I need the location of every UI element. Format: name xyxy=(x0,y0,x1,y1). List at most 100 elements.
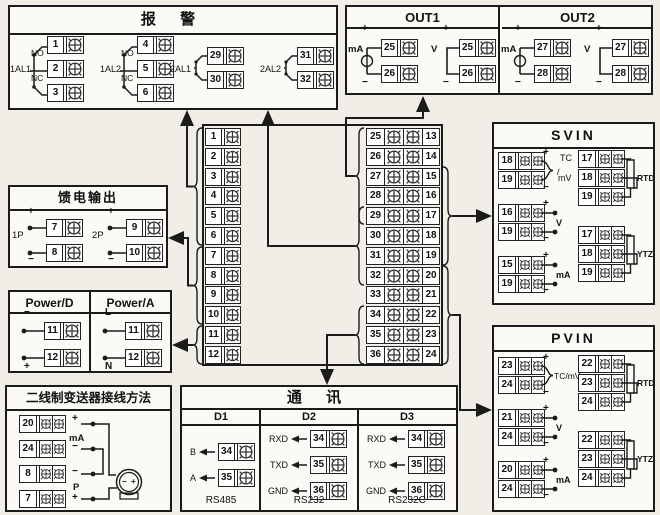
screw-terminal-icon xyxy=(429,484,443,498)
terminal-alarm-5: 5 xyxy=(137,60,174,78)
terminal-separator xyxy=(141,323,144,339)
terminal-separator xyxy=(221,287,224,303)
screw-terminal-cell xyxy=(224,287,240,303)
terminal-number: 18 xyxy=(581,172,593,183)
svin-box-sensor-wires xyxy=(621,158,638,198)
screw-terminal-cell xyxy=(384,208,403,224)
screw-terminal-cell xyxy=(384,327,403,343)
terminal-number: 19 xyxy=(581,191,593,202)
terminal-center-left-4: 4 xyxy=(205,187,241,205)
pvin-title: PVIN xyxy=(494,327,653,352)
screw-terminal-icon xyxy=(53,468,65,480)
screw-terminal-cell xyxy=(518,276,531,292)
terminal-number: 23 xyxy=(422,327,439,343)
terminal-separator xyxy=(595,189,598,205)
terminal-separator xyxy=(515,377,518,393)
terminal-number: 34 xyxy=(220,446,233,457)
alarm-switch-symbol xyxy=(284,55,297,81)
screw-terminal-icon xyxy=(519,155,531,167)
terminal-number: 23 xyxy=(581,377,593,388)
alarm-no-label: NO xyxy=(121,48,134,58)
alarm-switch-symbol xyxy=(30,46,47,96)
screw-terminal-cell xyxy=(144,323,161,339)
screw-terminal-cell xyxy=(65,220,82,236)
feed-group-label: 2P xyxy=(92,230,104,241)
screw-terminal-cell xyxy=(52,466,65,482)
power-sign-bottom: N xyxy=(105,361,113,372)
screw-terminal-cell xyxy=(531,429,544,445)
terminal-number: 10 xyxy=(207,309,220,320)
terminal-number: 5 xyxy=(142,63,149,74)
screw-terminal-icon xyxy=(239,445,253,459)
terminal-separator xyxy=(326,431,329,447)
twowire-p-label: P xyxy=(73,482,80,493)
terminal-number: 30 xyxy=(209,74,222,85)
out-v-label: V xyxy=(431,44,438,55)
terminal-number: 10 xyxy=(128,247,141,258)
terminal-separator xyxy=(550,66,553,82)
terminal-comm-35: 35 xyxy=(408,456,445,474)
screw-terminal-icon xyxy=(387,130,401,144)
terminal-number: 19 xyxy=(422,248,439,264)
comm-protocol-label: RS232C xyxy=(388,495,426,506)
power-sign-top: L xyxy=(105,307,112,318)
screw-terminal-cell xyxy=(598,432,611,448)
terminal-pvin-box-22: 22 xyxy=(578,431,625,449)
screw-terminal-cell xyxy=(518,410,531,426)
terminal-twowire-24: 24 xyxy=(19,440,66,458)
terminal-separator xyxy=(313,72,316,88)
terminal-number: 35 xyxy=(312,459,325,470)
terminal-number: 24 xyxy=(22,443,34,454)
feed-title: 馈电输出 xyxy=(10,187,166,211)
terminal-number: 1 xyxy=(52,39,59,50)
twowire-sign: + xyxy=(72,492,78,503)
screw-terminal-cell xyxy=(384,169,403,185)
minus-sign: − xyxy=(543,387,549,398)
terminal-number: 33 xyxy=(369,289,382,300)
screw-terminal-cell xyxy=(144,350,161,366)
terminal-separator xyxy=(515,410,518,426)
screw-terminal-cell xyxy=(531,153,544,169)
terminal-pvin-box-20: 20 xyxy=(498,461,545,479)
screw-terminal-icon xyxy=(406,209,420,223)
power-title: Power/D xyxy=(10,292,89,314)
screw-terminal-icon xyxy=(519,431,531,443)
screw-terminal-cell xyxy=(553,40,570,56)
terminal-pvin-box-23: 23 xyxy=(498,357,545,375)
screw-terminal-cell xyxy=(531,410,544,426)
terminal-number: 4 xyxy=(142,39,149,50)
screw-terminal-icon xyxy=(555,41,569,55)
out-ma-wires xyxy=(360,47,381,75)
comm-col-divider xyxy=(357,408,359,510)
terminal-separator xyxy=(595,246,598,262)
alarm-switch-symbol xyxy=(120,46,137,96)
screw-terminal-icon xyxy=(226,130,239,144)
twowire-ma-label: mA xyxy=(69,433,85,444)
terminal-alarm-30: 30 xyxy=(207,71,244,89)
comm-signal-label: GND xyxy=(268,486,288,496)
terminal-number: 21 xyxy=(501,412,513,423)
screw-terminal-icon xyxy=(226,348,239,362)
screw-terminal-cell xyxy=(329,431,346,447)
terminal-number: 31 xyxy=(369,250,382,261)
terminal-twowire-20: 20 xyxy=(19,415,66,433)
terminal-pvin-box-24: 24 xyxy=(498,428,545,446)
plus-sign: + xyxy=(362,23,368,34)
terminal-feed-8: 8 xyxy=(46,244,83,262)
screw-terminal-icon xyxy=(599,153,611,165)
pvin-box-group-label: mA xyxy=(556,474,571,485)
screw-terminal-cell xyxy=(403,188,422,204)
screw-terminal-cell xyxy=(518,172,531,188)
comm-signal-label: B xyxy=(189,447,196,457)
comm-col-header: D2 xyxy=(260,408,358,426)
terminal-number: 24 xyxy=(581,472,593,483)
screw-terminal-cell xyxy=(518,462,531,478)
terminal-separator xyxy=(36,441,39,457)
terminal-number: 25 xyxy=(461,42,474,53)
screw-terminal-cell xyxy=(226,72,243,88)
alarm-group-label: 1AL1 xyxy=(10,64,32,74)
